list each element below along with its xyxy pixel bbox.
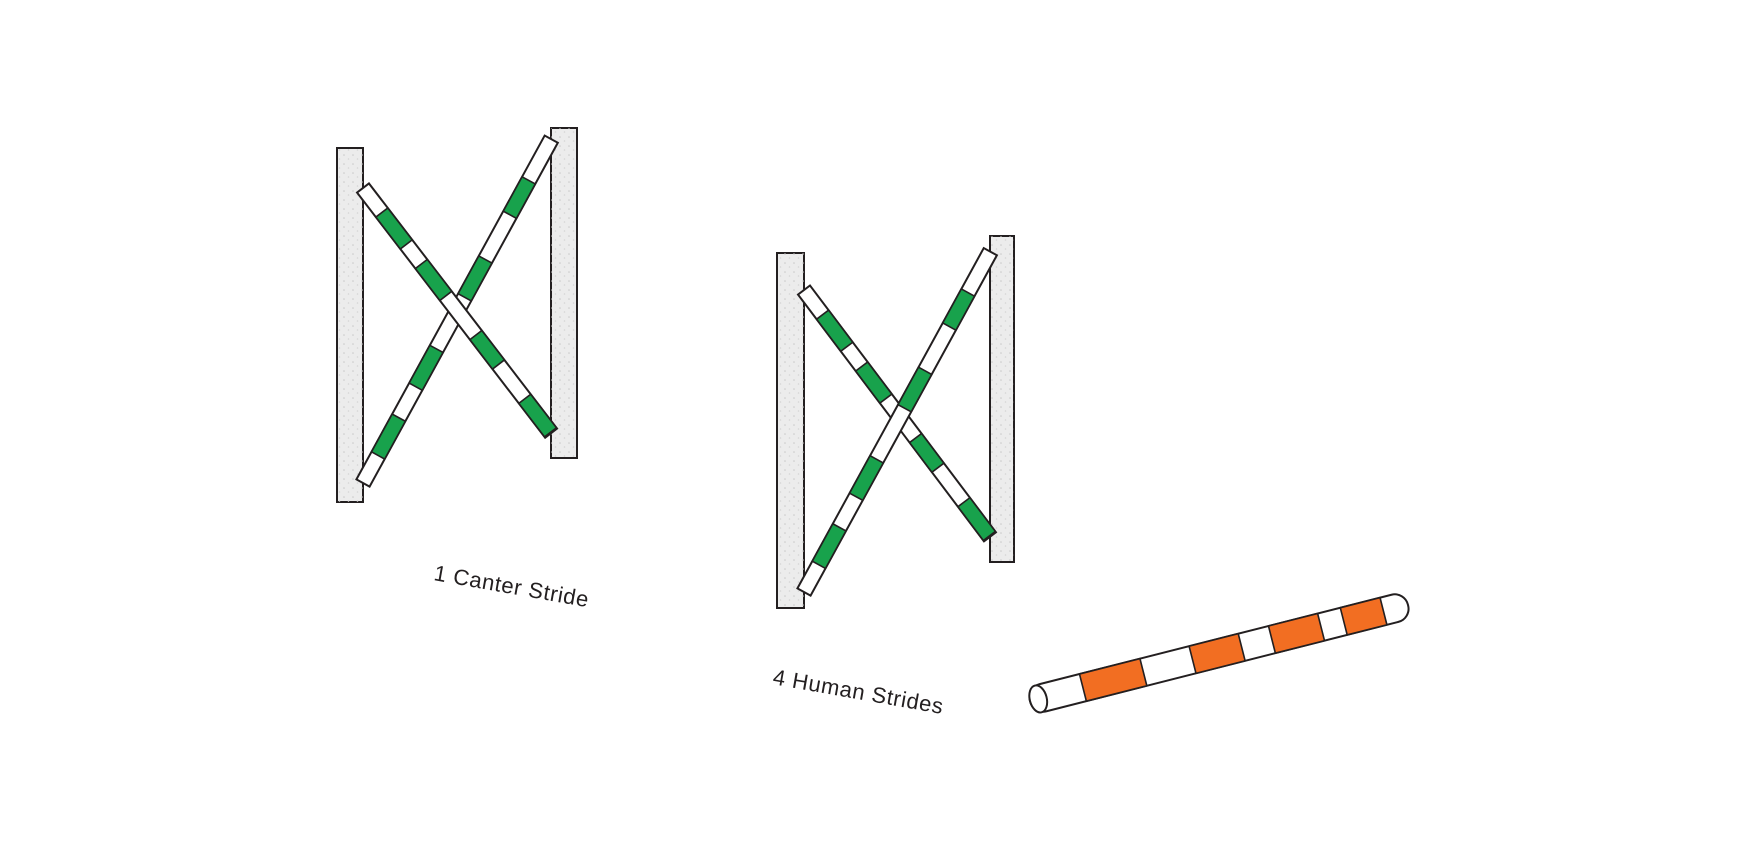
rail-stripe-green bbox=[370, 412, 407, 461]
rail-pole bbox=[355, 182, 559, 440]
rail-stripe-green bbox=[908, 432, 946, 474]
rail-stripe-green bbox=[502, 175, 537, 220]
crossrail-jump-2 bbox=[776, 235, 1015, 609]
rail-pole bbox=[796, 246, 999, 597]
rail-stripe-green bbox=[815, 309, 854, 353]
jump2-standard-left-texture bbox=[777, 253, 804, 608]
jump1-standard-right-texture bbox=[551, 128, 577, 458]
rail-stripe-green bbox=[811, 522, 848, 570]
rail-stripe-green bbox=[941, 287, 976, 332]
pole-stripe-orange bbox=[1188, 632, 1247, 675]
jump1-standard-left-texture bbox=[337, 148, 363, 502]
rail-stripe-green bbox=[517, 393, 558, 439]
rail-stripe-green bbox=[848, 454, 885, 502]
crossrail-jump-1 bbox=[336, 127, 578, 503]
jump1-rail-descending bbox=[355, 182, 559, 440]
pole-stripe-orange bbox=[1267, 612, 1326, 655]
ground-pole bbox=[1028, 593, 1410, 714]
rail-stripe-green bbox=[414, 258, 453, 302]
rail-stripe-green bbox=[374, 206, 414, 251]
ground-pole-end-cap bbox=[1028, 684, 1049, 714]
label-human-strides: 4 Human Strides bbox=[771, 664, 946, 719]
pole-stripe-orange bbox=[1339, 596, 1388, 636]
rail-stripe-green bbox=[468, 329, 506, 371]
jump2-standard-right-texture bbox=[990, 236, 1014, 562]
rail-stripe-green bbox=[896, 366, 933, 413]
rail-stripe-green bbox=[456, 254, 494, 302]
rail-stripe-green bbox=[956, 496, 997, 542]
jump2-rail-ascending bbox=[796, 246, 999, 597]
label-canter-stride: 1 Canter Stride bbox=[432, 560, 591, 612]
rail-stripe-green bbox=[854, 360, 893, 405]
pole-stripe-orange bbox=[1078, 657, 1148, 703]
rail-stripe-green bbox=[408, 344, 445, 392]
